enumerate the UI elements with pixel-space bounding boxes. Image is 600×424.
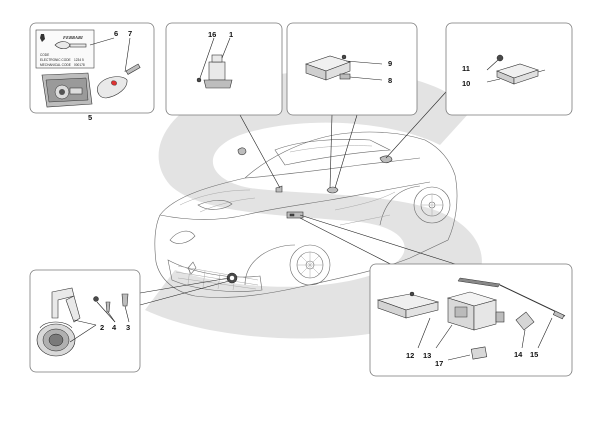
panel-control-unit: [286, 22, 418, 116]
panel-ecu-antenna: [369, 263, 573, 377]
callout-17: 17: [435, 359, 443, 368]
nut-icon-2: [496, 54, 504, 62]
antenna-rod-icon: [457, 277, 566, 320]
card-value-2: 000178: [74, 63, 85, 67]
key-pouch-icon: [41, 72, 93, 108]
screw-icon: [196, 77, 202, 83]
car-outline: [154, 131, 458, 298]
module-icon: [496, 63, 546, 85]
ecu-module-icon: [446, 291, 505, 331]
panel-key-card: FERRARI CODE ELECTRONIC CODE MECHANICAL …: [29, 22, 155, 114]
panel-siren: [29, 269, 141, 373]
bracket-icon: [376, 291, 440, 319]
tag-icon: [515, 311, 535, 331]
callout-5: 5: [88, 113, 92, 122]
card-line-2: ELECTRONIC CODE: [40, 58, 71, 62]
bolt-icon-2: [121, 293, 129, 307]
pad-icon: [470, 346, 488, 360]
callout-10: 10: [462, 79, 470, 88]
card-line-1: CODE: [40, 53, 49, 57]
washer-icon: [93, 296, 99, 302]
callout-8: 8: [388, 76, 392, 85]
bolt-icon: [105, 301, 111, 313]
prancing-horse-icon: [40, 34, 45, 42]
panel-sensor: [165, 22, 283, 116]
remote-key-fob-icon: [97, 63, 141, 99]
callout-12: 12: [406, 351, 414, 360]
control-unit-icon: [305, 55, 351, 81]
sensor-module-icon: [203, 54, 233, 89]
callout-6: 6: [114, 29, 118, 38]
callout-3: 3: [126, 323, 130, 332]
code-card: [35, 29, 95, 69]
callout-11: 11: [462, 64, 470, 73]
card-line-3: MECHANICAL CODE: [40, 63, 71, 67]
callout-16: 16: [208, 30, 216, 39]
card-brand: FERRARI: [63, 35, 83, 40]
callout-7: 7: [128, 29, 132, 38]
callout-14: 14: [514, 350, 523, 359]
callout-9: 9: [388, 59, 392, 68]
callout-13: 13: [423, 351, 431, 360]
callout-1: 1: [229, 30, 233, 39]
nut-icon: [341, 54, 347, 60]
panel-antenna-module: [445, 22, 573, 116]
callout-2: 2: [100, 323, 104, 332]
callout-15: 15: [530, 350, 538, 359]
card-value-1: 1234 5: [74, 58, 84, 62]
siren-icon: [36, 287, 81, 357]
callout-4: 4: [112, 323, 117, 332]
callout-numbers: 6 7 5 16 1 9 8 11 10 2 4 3 12 13 17 14 1…: [88, 29, 538, 368]
